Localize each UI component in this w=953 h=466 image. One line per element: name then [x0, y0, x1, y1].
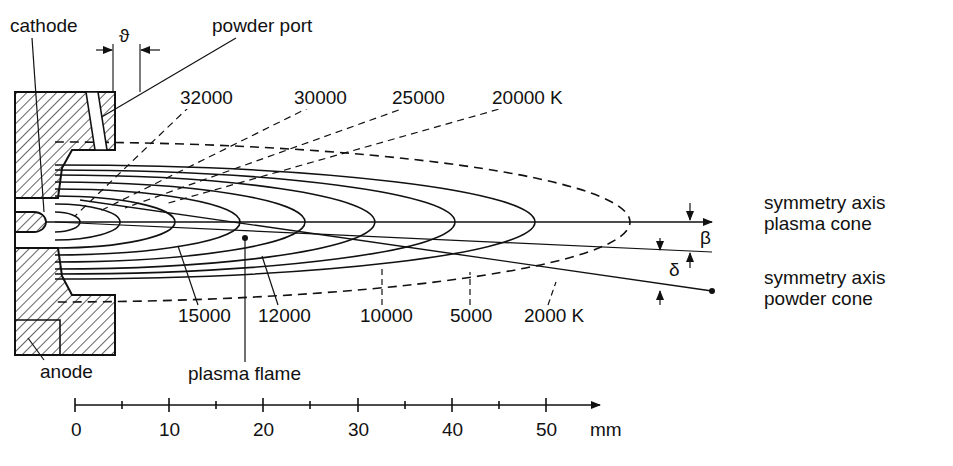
isotherm-value: 12000	[256, 306, 313, 327]
isotherm-value: 25000	[390, 88, 447, 109]
axis-label: symmetry axis powder cone	[762, 268, 901, 310]
isotherm-value: 5000	[448, 306, 494, 327]
isotherm-value: 20000 K	[490, 88, 565, 109]
part-label: plasma flame	[186, 364, 303, 385]
angle-symbol: δ	[667, 260, 682, 281]
axis-label: symmetry axis plasma cone	[762, 193, 901, 235]
scale-number: 50	[534, 420, 559, 441]
scale-unit: mm	[588, 420, 624, 441]
part-label: cathode	[8, 16, 80, 37]
part-label: powder port	[210, 16, 314, 37]
scale-number: 40	[440, 420, 465, 441]
isotherm-value: 30000	[292, 88, 349, 109]
isotherm-value: 10000	[358, 306, 415, 327]
isotherm-value: 2000 K	[522, 306, 586, 327]
angle-symbol: ϑ	[117, 26, 131, 47]
isotherm-value: 15000	[176, 306, 233, 327]
scale-number: 0	[69, 420, 84, 441]
isotherm-value: 32000	[178, 88, 235, 109]
angle-symbol: β	[698, 228, 713, 249]
part-label: anode	[38, 362, 95, 383]
scale-number: 10	[157, 420, 182, 441]
scale-number: 20	[251, 420, 276, 441]
scale-number: 30	[346, 420, 371, 441]
